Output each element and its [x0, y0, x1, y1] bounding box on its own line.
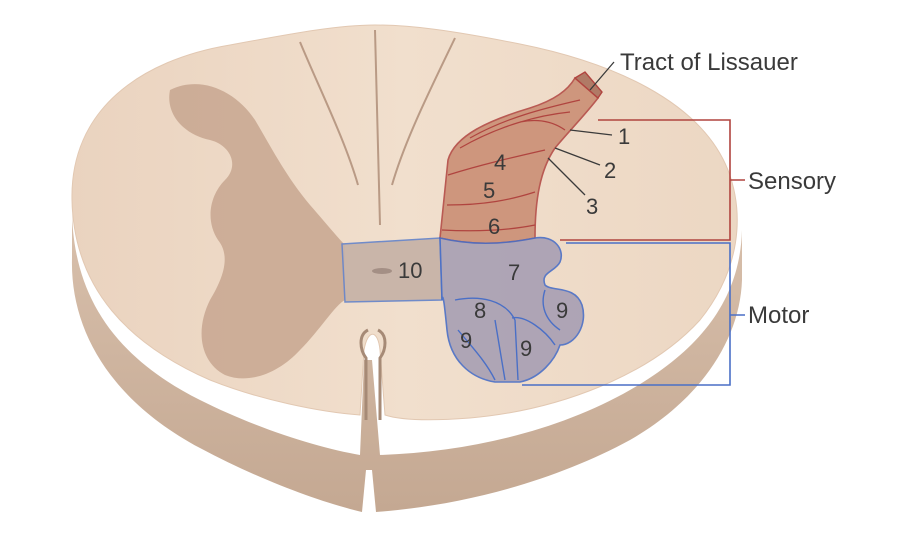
- central-canal: [372, 268, 392, 274]
- lamina-10-label: 10: [398, 258, 422, 283]
- lamina-2-label: 2: [604, 158, 616, 183]
- lamina-10-region: [341, 237, 443, 303]
- leader-lines: [547, 61, 615, 196]
- lamina-9-label-a: 9: [460, 328, 472, 353]
- lamina-8-label: 8: [474, 298, 486, 323]
- tract-of-lissauer-label: Tract of Lissauer: [620, 49, 798, 76]
- sensory-label: Sensory: [748, 168, 836, 195]
- cord-side-wall: [71, 200, 742, 512]
- sensory-lamina-lines: [441, 99, 581, 232]
- lamina-6-label: 6: [488, 214, 500, 239]
- lamina-3-label: 3: [586, 194, 598, 219]
- motor-region: [439, 236, 585, 383]
- anterior-fissure: [359, 328, 387, 420]
- motor-bracket: [522, 242, 745, 386]
- lamina-9-label-c: 9: [556, 298, 568, 323]
- lamina-5-label: 5: [483, 178, 495, 203]
- cord-top-surface: [71, 24, 738, 421]
- tract-of-lissauer-region: [573, 71, 603, 100]
- motor-label: Motor: [748, 302, 809, 329]
- motor-subdivision-lines: [454, 289, 561, 381]
- left-grey-matter: [169, 84, 345, 379]
- lamina-7-label: 7: [508, 260, 520, 285]
- posterior-fissures: [299, 29, 456, 226]
- lamina-1-label: 1: [618, 124, 630, 149]
- sensory-bracket: [560, 119, 745, 241]
- lamina-9-label-b: 9: [520, 336, 532, 361]
- lamina-4-label: 4: [494, 150, 506, 175]
